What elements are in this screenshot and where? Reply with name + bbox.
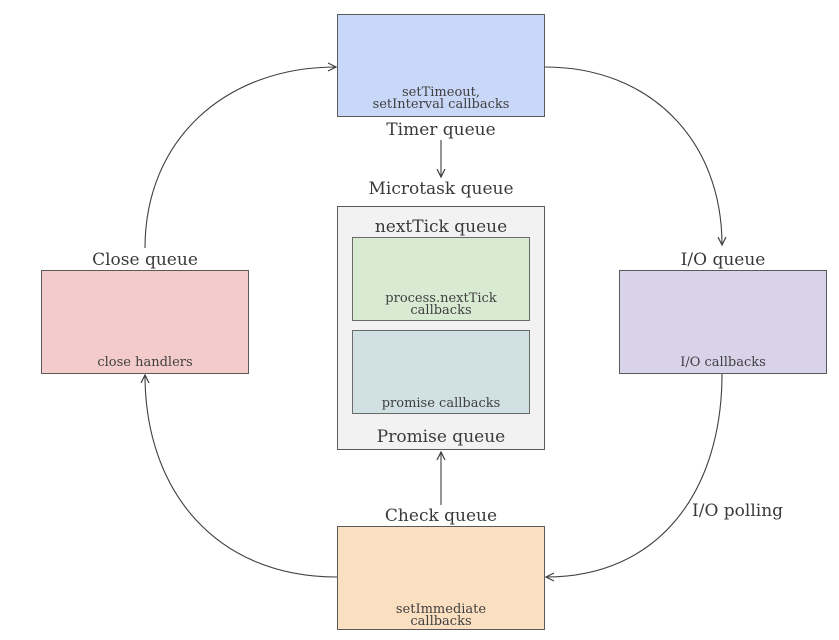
timer-content-line2: setInterval callbacks xyxy=(372,97,510,112)
promise-queue-label: Promise queue xyxy=(376,427,506,447)
timer-queue-label: Timer queue xyxy=(386,120,496,140)
io-queue-box: I/O callbacks xyxy=(619,270,827,374)
check-queue-box: setImmediate callbacks xyxy=(337,526,545,630)
check-content-line2: callbacks xyxy=(410,614,472,629)
nexttick-queue-content: process.nextTick callbacks xyxy=(353,291,529,318)
nexttick-queue-box: process.nextTick callbacks xyxy=(352,237,530,321)
arrow-close-to-timer xyxy=(144,67,336,249)
nexttick-content-line2: callbacks xyxy=(410,303,472,318)
timer-queue-content: setTimeout, setInterval callbacks xyxy=(338,85,544,112)
arrow-io-to-check xyxy=(546,373,723,577)
close-queue-box: close handlers xyxy=(41,270,249,374)
nexttick-content-line1: process.nextTick xyxy=(385,291,497,306)
io-queue-label: I/O queue xyxy=(680,250,766,270)
check-content-line1: setImmediate xyxy=(395,602,487,617)
microtask-queue-label: Microtask queue xyxy=(368,179,514,199)
io-queue-content: I/O callbacks xyxy=(680,355,766,370)
arrow-check-to-close xyxy=(145,375,338,578)
close-queue-content: close handlers xyxy=(97,355,193,370)
close-queue-label: Close queue xyxy=(92,250,198,270)
io-polling-label: I/O polling xyxy=(692,501,784,521)
arrow-timer-to-io xyxy=(544,66,722,245)
promise-queue-box: promise callbacks xyxy=(352,330,530,414)
promise-queue-content: promise callbacks xyxy=(381,396,501,411)
timer-queue-box: setTimeout, setInterval callbacks xyxy=(337,14,545,117)
timer-content-line1: setTimeout, xyxy=(402,85,480,100)
check-queue-content: setImmediate callbacks xyxy=(338,602,544,629)
nexttick-queue-label: nextTick queue xyxy=(374,217,508,237)
check-queue-label: Check queue xyxy=(384,506,498,526)
